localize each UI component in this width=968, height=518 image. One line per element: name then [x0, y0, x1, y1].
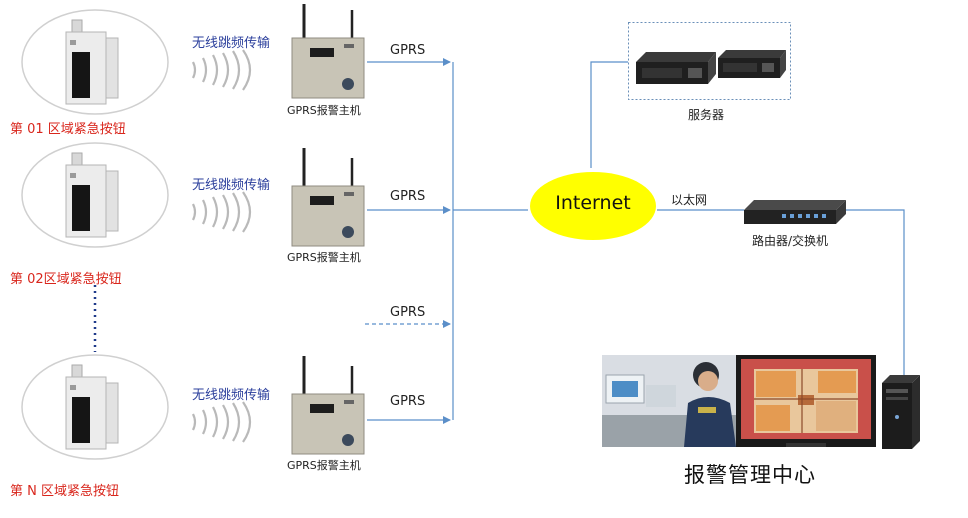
internet-ellipse: [530, 172, 656, 240]
floor-plan-monitor: [736, 355, 876, 447]
panic-button-zone-n: [21, 354, 169, 460]
gprs-host-1-icon: [291, 4, 365, 99]
operator-monitor: [602, 355, 736, 447]
zone-1-gprs-label: GPRS: [390, 43, 426, 58]
router-label: 路由器/交换机: [752, 234, 829, 248]
zone-n-gprs-label: GPRS: [390, 394, 426, 409]
zone-2-host-label: GPRS报警主机: [287, 251, 361, 264]
wireless-signal-icon: [192, 401, 252, 443]
internet-to-server: [590, 61, 628, 168]
server-label: 服务器: [688, 108, 725, 122]
wireless-signal-icon: [192, 49, 252, 91]
zone-n-wireless-label: 无线跳频传输: [192, 388, 271, 403]
alarm-center-label: 报警管理中心: [684, 463, 816, 487]
zone-2-label: 第 02区域紧急按钮: [10, 272, 122, 287]
gprs-host-2-icon: [291, 148, 365, 247]
internet-label: Internet: [555, 192, 631, 214]
pc-tower-icon: [882, 375, 920, 449]
router-switch-icon: [744, 200, 846, 224]
server-icon: [718, 50, 786, 78]
internet-cloud: [530, 172, 656, 240]
alarm-center-workstation: [602, 355, 920, 449]
server-box: [628, 22, 791, 100]
ethernet-label: 以太网: [671, 193, 708, 207]
gprs-host-n-icon: [291, 356, 365, 455]
zone-1-host-label: GPRS报警主机: [287, 104, 361, 117]
zone-2-gprs-label: GPRS: [390, 189, 426, 204]
server-icon: [636, 52, 716, 84]
zone-n-label: 第 N 区域紧急按钮: [10, 484, 119, 499]
zone-n-host-label: GPRS报警主机: [287, 459, 361, 472]
wireless-signal-icon: [192, 191, 252, 233]
router-to-center: [846, 209, 905, 378]
zone-2-wireless-label: 无线跳频传输: [192, 178, 271, 193]
zone-1-wireless-label: 无线跳频传输: [192, 36, 271, 51]
panic-button-zone-1: [21, 9, 169, 115]
extra-gprs-label: GPRS: [390, 305, 426, 320]
zone-1-label: 第 01 区域紧急按钮: [10, 122, 126, 137]
panic-button-zone-2: [21, 142, 169, 248]
